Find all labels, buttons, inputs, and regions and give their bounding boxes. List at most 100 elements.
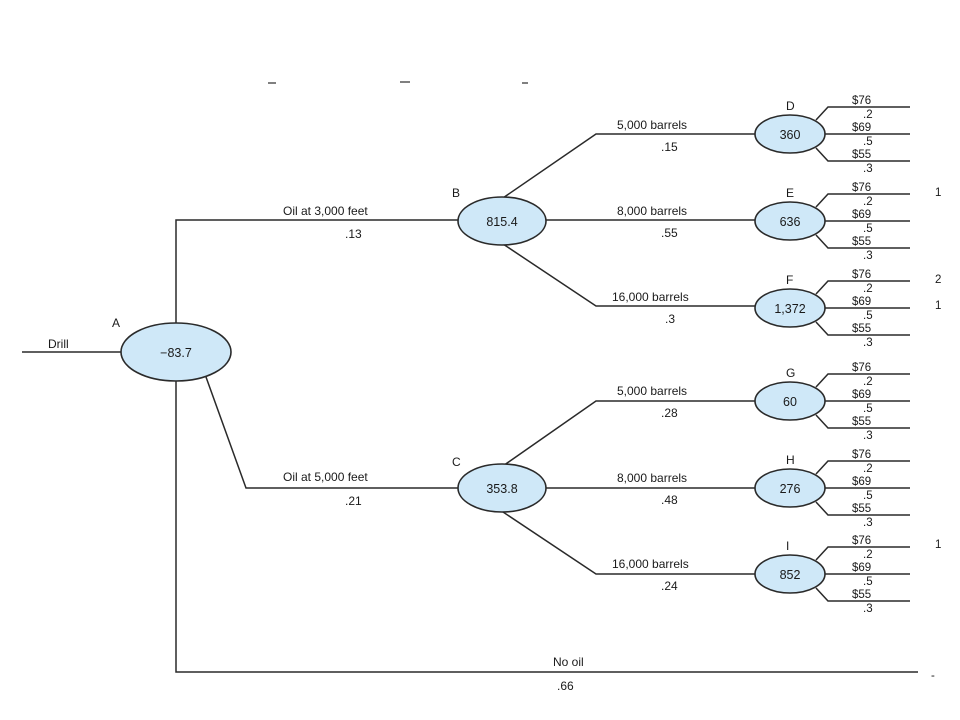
svg-text:1: 1 [935, 300, 941, 312]
edge-label-c-i: 16,000 barrels [612, 557, 689, 571]
price-prob-g-2: .3 [863, 430, 873, 442]
node-e-letter: E [786, 186, 794, 200]
svg-text:2: 2 [935, 274, 941, 286]
node-h-letter: H [786, 453, 795, 467]
edge-b-f [499, 241, 756, 307]
node-g-letter: G [786, 366, 795, 380]
node-i-value: 852 [780, 568, 801, 582]
price-label-f-0: $76 [852, 269, 871, 281]
price-prob-f-0: .2 [863, 283, 873, 295]
leaf-edge-e-high [815, 193, 910, 208]
node-e: 636 [754, 201, 826, 241]
leaf-edge-h-low [815, 501, 910, 516]
price-label-e-1: $69 [852, 209, 871, 221]
edge-label-b-d: 5,000 barrels [617, 118, 687, 132]
price-label-g-0: $76 [852, 362, 871, 374]
price-label-i-1: $69 [852, 562, 871, 574]
price-label-d-0: $76 [852, 95, 871, 107]
edge-label-c-h: 8,000 barrels [617, 471, 687, 485]
leaf-edge-i-low [815, 587, 910, 602]
edge-prob-c-i: .24 [661, 579, 678, 593]
price-prob-h-0: .2 [863, 463, 873, 475]
price-label-f-1: $69 [852, 296, 871, 308]
node-h: 276 [754, 468, 826, 508]
cropped-header-marks [268, 81, 528, 84]
edge-prob-b-e: .55 [661, 226, 678, 240]
node-b: 815.4 [457, 196, 547, 246]
price-prob-d-2: .3 [863, 163, 873, 175]
branch-prob-3000: .13 [345, 227, 362, 241]
edge-prob-c-h: .48 [661, 493, 678, 507]
price-label-h-1: $69 [852, 476, 871, 488]
price-prob-f-1: .5 [863, 310, 873, 322]
price-label-i-0: $76 [852, 535, 871, 547]
price-prob-h-2: .3 [863, 517, 873, 529]
node-d-value: 360 [780, 128, 801, 142]
edge-b-d [499, 133, 756, 201]
branch-edge-5000 [205, 376, 458, 489]
branch-edge-3000 [175, 219, 458, 324]
cropped-right-marks: 1 2 1 1 - [931, 187, 941, 682]
price-prob-i-0: .2 [863, 549, 873, 561]
price-prob-d-1: .5 [863, 136, 873, 148]
price-prob-e-2: .3 [863, 250, 873, 262]
leaf-edge-f-low [815, 321, 910, 336]
node-c-value: 353.8 [486, 482, 517, 496]
leaf-edge-d-low [815, 147, 910, 162]
svg-text:1: 1 [935, 187, 941, 199]
no-oil-prob: .66 [557, 679, 574, 693]
price-prob-h-1: .5 [863, 490, 873, 502]
edge-prob-b-f: .3 [665, 312, 675, 326]
edge-prob-b-d: .15 [661, 140, 678, 154]
svg-text:1: 1 [935, 539, 941, 551]
edge-label-b-e: 8,000 barrels [617, 204, 687, 218]
leaf-edge-e-low [815, 234, 910, 249]
node-e-value: 636 [780, 215, 801, 229]
node-c-letter: C [452, 455, 461, 469]
node-g-value: 60 [783, 395, 797, 409]
node-f-value: 1,372 [774, 302, 805, 316]
node-d: 360 [754, 114, 826, 154]
edge-prob-c-g: .28 [661, 406, 678, 420]
price-outcome-fans: $76.2$69.5$55.3$76.2$69.5$55.3$76.2$69.5… [815, 95, 910, 615]
leaf-edge-h-high [815, 460, 910, 475]
node-f: 1,372 [754, 288, 826, 328]
price-label-h-2: $55 [852, 503, 871, 515]
node-a-letter: A [112, 316, 120, 330]
price-prob-i-1: .5 [863, 576, 873, 588]
leaf-edge-d-high [815, 106, 910, 121]
price-prob-g-1: .5 [863, 403, 873, 415]
node-i-letter: I [786, 539, 789, 553]
node-d-letter: D [786, 99, 795, 113]
price-prob-e-1: .5 [863, 223, 873, 235]
edge-c-g [499, 400, 756, 469]
price-label-i-2: $55 [852, 589, 871, 601]
node-c: 353.8 [457, 463, 547, 513]
price-label-g-1: $69 [852, 389, 871, 401]
price-prob-e-0: .2 [863, 196, 873, 208]
svg-text:-: - [931, 670, 935, 682]
edge-c-i [499, 509, 756, 575]
node-h-value: 276 [780, 482, 801, 496]
price-prob-g-0: .2 [863, 376, 873, 388]
price-prob-i-2: .3 [863, 603, 873, 615]
node-f-letter: F [786, 273, 793, 287]
leaf-edge-f-high [815, 280, 910, 295]
leaf-edge-i-high [815, 546, 910, 561]
price-label-d-1: $69 [852, 122, 871, 134]
node-a: −83.7 [120, 322, 232, 382]
leaf-edge-g-high [815, 373, 910, 388]
price-label-f-2: $55 [852, 323, 871, 335]
price-label-e-0: $76 [852, 182, 871, 194]
node-b-letter: B [452, 186, 460, 200]
price-label-g-2: $55 [852, 416, 871, 428]
no-oil-label: No oil [553, 655, 584, 669]
price-prob-d-0: .2 [863, 109, 873, 121]
edge-label-c-g: 5,000 barrels [617, 384, 687, 398]
price-label-d-2: $55 [852, 149, 871, 161]
branch-prob-5000: .21 [345, 494, 362, 508]
edge-label-b-f: 16,000 barrels [612, 290, 689, 304]
node-b-value: 815.4 [486, 215, 517, 229]
drill-label: Drill [48, 337, 69, 351]
